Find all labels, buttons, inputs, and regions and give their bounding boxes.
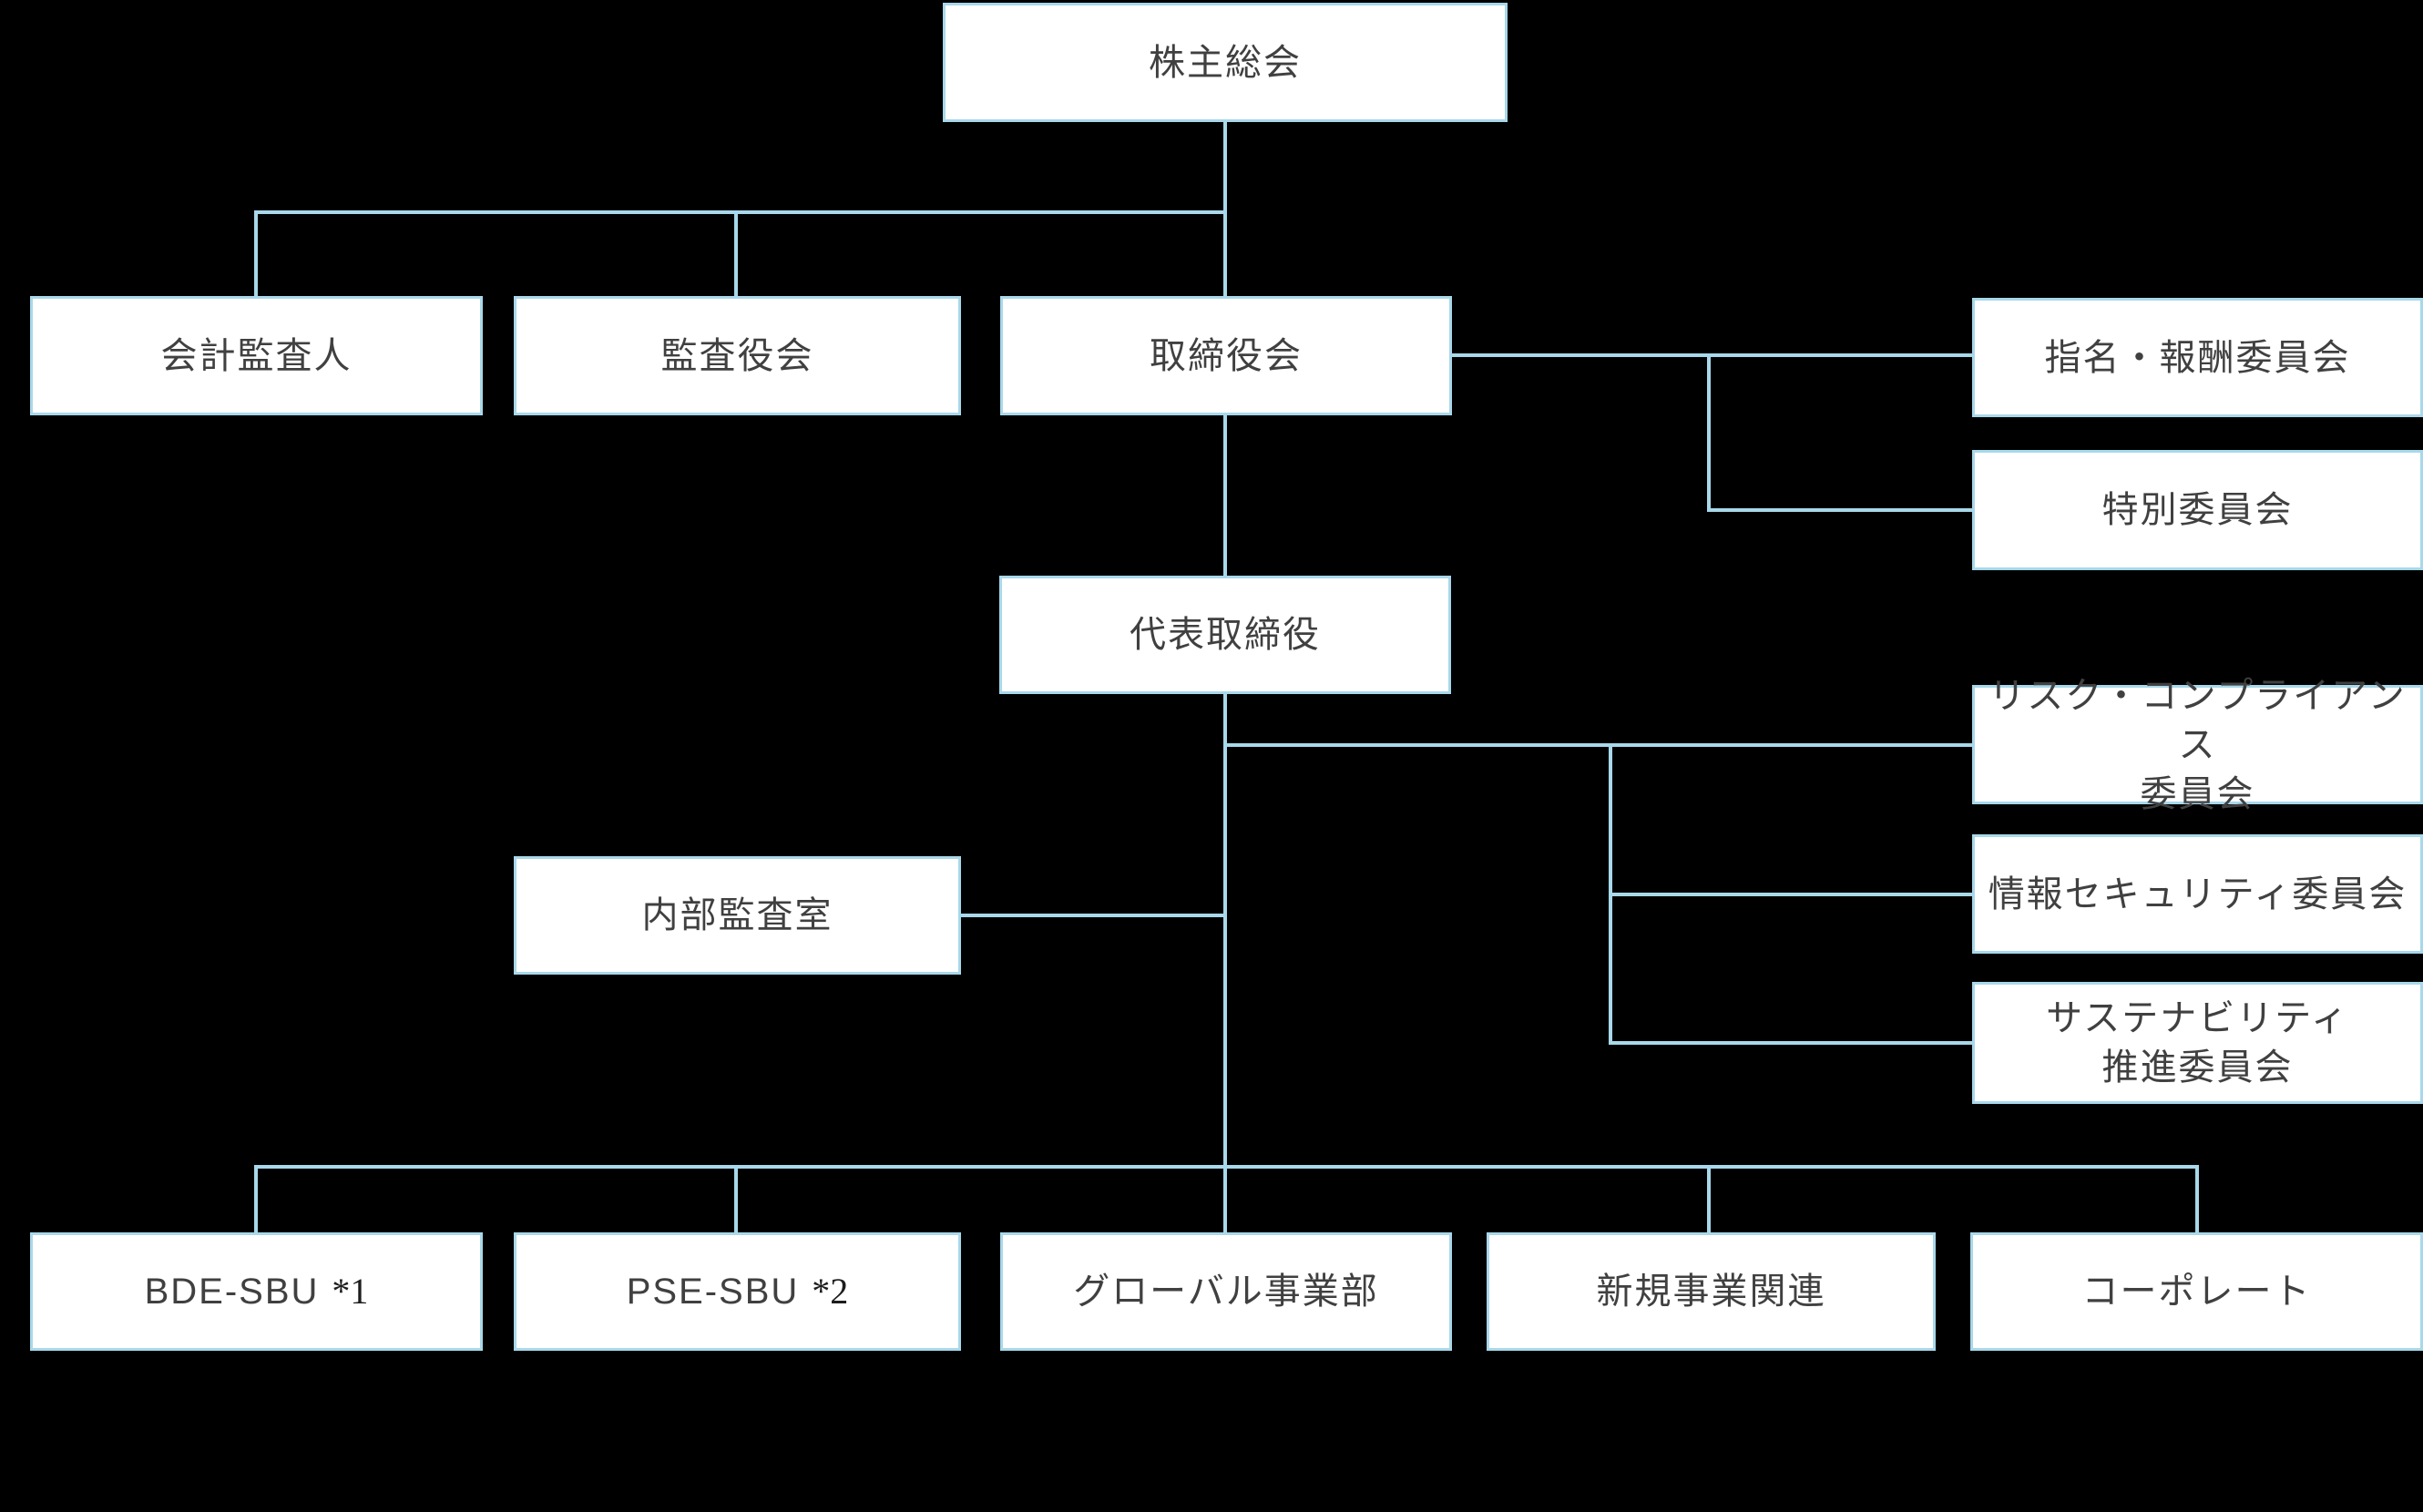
org-node-pse-sbu: PSE-SBU *2 bbox=[514, 1232, 961, 1351]
org-node-audit-board: 監査役会 bbox=[514, 296, 961, 415]
connector-drop-audit-board bbox=[734, 210, 738, 296]
connector-to-infosec-committee bbox=[1609, 893, 1972, 896]
org-node-representative-director: 代表取締役 bbox=[999, 576, 1451, 694]
node-label: 会計監査人 bbox=[160, 335, 353, 376]
org-node-risk-compliance-committee: リスク・コンプライアンス 委員会 bbox=[1972, 676, 2423, 814]
node-label: BDE-SBU bbox=[144, 1272, 320, 1312]
org-node-sustainability-committee: サステナビリティ 推進委員会 bbox=[1972, 982, 2423, 1104]
node-label: 監査役会 bbox=[660, 335, 814, 376]
connector-board-to-nomination bbox=[1452, 353, 1972, 357]
footnote-marker: *2 bbox=[812, 1271, 849, 1312]
node-label-line2: 委員会 bbox=[2140, 773, 2255, 814]
org-node-accounting-auditor: 会計監査人 bbox=[30, 296, 483, 415]
connector-drop-pse-sbu bbox=[734, 1165, 738, 1232]
node-label: 株主総会 bbox=[1149, 42, 1302, 83]
connector-board-to-representative bbox=[1223, 415, 1227, 576]
connector-drop-accounting-auditor bbox=[254, 210, 258, 296]
org-node-bde-sbu: BDE-SBU *1 bbox=[30, 1232, 483, 1351]
node-label-line1: サステナビリティ bbox=[2046, 998, 2349, 1038]
org-node-corporate: コーポレート bbox=[1970, 1232, 2423, 1351]
footnote-marker: *1 bbox=[332, 1271, 369, 1312]
node-label-line2: 推進委員会 bbox=[2101, 1047, 2294, 1088]
connector-shareholders-to-board bbox=[1223, 122, 1227, 296]
connector-to-special-committee bbox=[1707, 508, 1972, 512]
connector-drop-bde-sbu bbox=[254, 1165, 258, 1232]
node-label: 新規事業関連 bbox=[1596, 1272, 1826, 1312]
node-label-row: PSE-SBU *2 bbox=[627, 1267, 849, 1316]
node-label: PSE-SBU bbox=[626, 1272, 800, 1312]
connector-bottom-horizontal bbox=[254, 1165, 2199, 1169]
org-node-info-security-committee: 情報セキュリティ委員会 bbox=[1972, 834, 2423, 954]
node-label: 情報セキュリティ委員会 bbox=[1988, 873, 2408, 914]
connector-drop-corporate bbox=[2195, 1165, 2199, 1232]
org-node-nomination-compensation-committee: 指名・報酬委員会 bbox=[1972, 298, 2423, 417]
node-label: 特別委員会 bbox=[2101, 490, 2294, 530]
org-node-global-business-division: グローバル事業部 bbox=[1000, 1232, 1452, 1351]
org-node-special-committee: 特別委員会 bbox=[1972, 450, 2423, 570]
connector-to-risk-committee bbox=[1225, 743, 1972, 747]
node-label: 内部監査室 bbox=[641, 895, 833, 935]
org-node-shareholders-meeting: 株主総会 bbox=[943, 3, 1508, 122]
node-label: コーポレート bbox=[2081, 1272, 2312, 1312]
org-node-board-of-directors: 取締役会 bbox=[1000, 296, 1452, 415]
org-node-internal-audit-office: 内部監査室 bbox=[514, 856, 961, 975]
connector-representative-to-bottom bbox=[1223, 694, 1227, 1232]
node-label-row: BDE-SBU *1 bbox=[145, 1267, 369, 1316]
node-label-line1: リスク・コンプライアンス bbox=[1988, 675, 2407, 765]
connector-internal-audit bbox=[961, 914, 1225, 917]
node-label: 取締役会 bbox=[1150, 335, 1303, 376]
org-node-new-business-related: 新規事業関連 bbox=[1487, 1232, 1936, 1351]
connector-branch-special bbox=[1707, 353, 1711, 510]
node-label: 指名・報酬委員会 bbox=[2044, 337, 2351, 378]
connector-to-sustainability-committee bbox=[1609, 1041, 1972, 1045]
node-label: グローバル事業部 bbox=[1073, 1272, 1379, 1312]
node-label: 代表取締役 bbox=[1130, 615, 1321, 655]
connector-drop-new-business bbox=[1707, 1165, 1711, 1232]
connector-row1-horizontal bbox=[254, 210, 1227, 214]
